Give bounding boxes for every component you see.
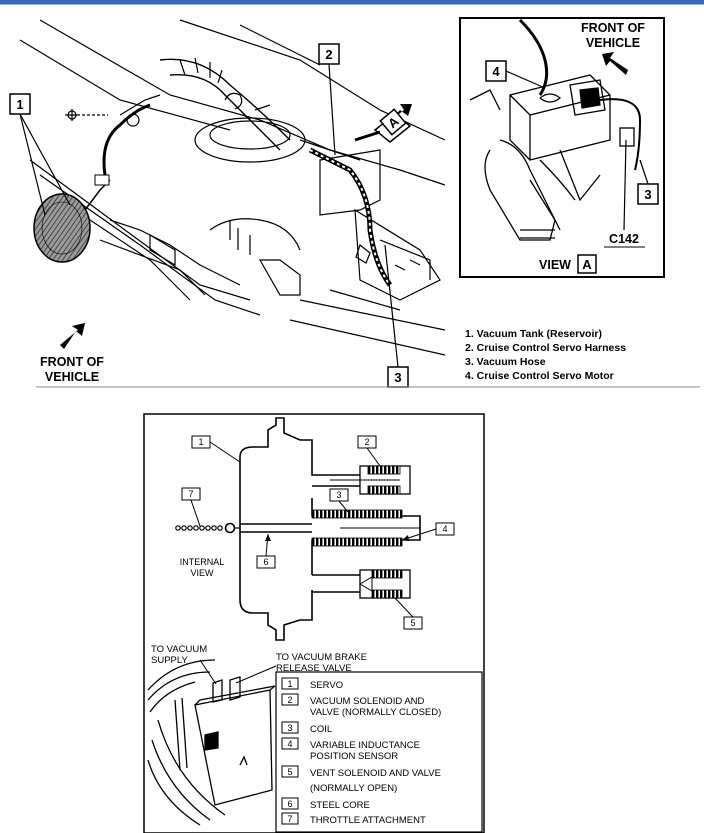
- svg-text:(NORMALLY OPEN): (NORMALLY OPEN): [310, 783, 397, 794]
- top-legend: 1. Vacuum Tank (Reservoir) 2. Cruise Con…: [465, 328, 626, 382]
- window-top-bar: [0, 0, 704, 4]
- svg-text:7: 7: [188, 489, 193, 499]
- svg-text:5: 5: [410, 618, 415, 628]
- svg-text:VIEW: VIEW: [539, 258, 571, 272]
- svg-text:3: 3: [394, 370, 401, 385]
- top-callout-3: 3: [384, 244, 409, 388]
- bottom-callout-2: 2: [357, 435, 381, 467]
- svg-text:7: 7: [287, 814, 292, 824]
- svg-text:4: 4: [287, 739, 292, 749]
- front-of-vehicle-left: FRONT OF VEHICLE: [40, 323, 104, 384]
- vacuum-tank-reservoir: [33, 174, 111, 263]
- svg-text:VIEW: VIEW: [190, 568, 214, 578]
- svg-text:TO VACUUM: TO VACUUM: [151, 644, 207, 655]
- servo-diagram-panel: 1 2 7 3 4 6: [143, 413, 485, 833]
- svg-text:1. Vacuum Tank (Reservoir): 1. Vacuum Tank (Reservoir): [465, 328, 602, 340]
- svg-text:SERVO: SERVO: [310, 680, 343, 691]
- svg-text:TO VACUUM BRAKE: TO VACUUM BRAKE: [276, 652, 367, 663]
- to-vacuum-brake-label: TO VACUUM BRAKE RELEASE VALVE: [235, 652, 367, 684]
- svg-text:4: 4: [492, 64, 500, 79]
- svg-text:C142: C142: [609, 232, 639, 246]
- internal-view-label: INTERNAL VIEW: [180, 557, 225, 578]
- svg-text:2. Cruise Control Servo Harne: 2. Cruise Control Servo Harness: [465, 342, 626, 354]
- svg-text:RELEASE VALVE: RELEASE VALVE: [276, 663, 352, 674]
- svg-text:INTERNAL: INTERNAL: [180, 557, 225, 567]
- svg-text:3. Vacuum Hose: 3. Vacuum Hose: [465, 356, 546, 368]
- bottom-callout-7: 7: [181, 487, 201, 527]
- svg-text:3: 3: [287, 723, 292, 733]
- svg-text:3: 3: [336, 490, 341, 500]
- servo-exterior-illustration: [147, 659, 276, 826]
- svg-text:VACUUM SOLENOID AND: VACUUM SOLENOID AND: [310, 696, 425, 707]
- svg-text:COIL: COIL: [310, 724, 332, 735]
- svg-text:POSITION SENSOR: POSITION SENSOR: [310, 751, 398, 762]
- svg-text:VEHICLE: VEHICLE: [586, 36, 640, 50]
- svg-text:3: 3: [644, 187, 651, 202]
- top-callout-2: 2: [318, 43, 340, 156]
- svg-text:4: 4: [442, 524, 447, 534]
- svg-text:VEHICLE: VEHICLE: [45, 370, 99, 384]
- svg-text:2: 2: [287, 695, 292, 705]
- bottom-legend: 1 SERVO 2 VACUUM SOLENOID AND VALVE (NOR…: [275, 671, 483, 833]
- svg-text:6: 6: [263, 557, 268, 567]
- svg-text:FRONT OF: FRONT OF: [40, 355, 104, 369]
- engine-bay-illustration: [19, 19, 446, 356]
- window-top-bar-highlight: [0, 4, 704, 5]
- svg-text:1: 1: [16, 97, 23, 112]
- svg-text:2: 2: [325, 47, 332, 62]
- bottom-callout-5: 5: [394, 597, 423, 630]
- bottom-callout-4: 4: [401, 522, 455, 541]
- svg-text:1: 1: [198, 437, 203, 447]
- bottom-callout-6: 6: [256, 533, 276, 569]
- top-callout-1: 1: [9, 93, 71, 216]
- view-a-inset: FRONT OF VEHICLE 4 3 C: [459, 17, 665, 278]
- vacuum-solenoid-valve-2: [330, 465, 411, 495]
- vent-solenoid-valve-5: [359, 569, 411, 599]
- to-vacuum-supply-label: TO VACUUM SUPPLY: [151, 644, 217, 685]
- svg-text:SUPPLY: SUPPLY: [151, 655, 188, 666]
- svg-text:VENT SOLENOID AND VALVE: VENT SOLENOID AND VALVE: [310, 768, 441, 779]
- svg-text:THROTTLE ATTACHMENT: THROTTLE ATTACHMENT: [310, 815, 426, 826]
- svg-text:5: 5: [287, 767, 292, 777]
- bottom-callout-1: 1: [191, 435, 241, 463]
- svg-text:VALVE (NORMALLY CLOSED): VALVE (NORMALLY CLOSED): [310, 707, 441, 718]
- svg-text:A: A: [582, 257, 592, 272]
- svg-text:FRONT OF: FRONT OF: [581, 21, 645, 35]
- svg-text:4. Cruise Control Servo Motor: 4. Cruise Control Servo Motor: [465, 370, 614, 382]
- svg-text:STEEL CORE: STEEL CORE: [310, 800, 370, 811]
- svg-text:2: 2: [364, 437, 369, 447]
- throttle-chain: [175, 522, 240, 534]
- bottom-callout-3: 3: [329, 488, 349, 513]
- coil-assembly: [311, 509, 420, 547]
- svg-text:6: 6: [287, 799, 292, 809]
- svg-text:VARIABLE INDUCTANCE: VARIABLE INDUCTANCE: [310, 740, 420, 751]
- view-a-arrow-callout: A: [354, 104, 412, 143]
- svg-text:1: 1: [287, 679, 292, 689]
